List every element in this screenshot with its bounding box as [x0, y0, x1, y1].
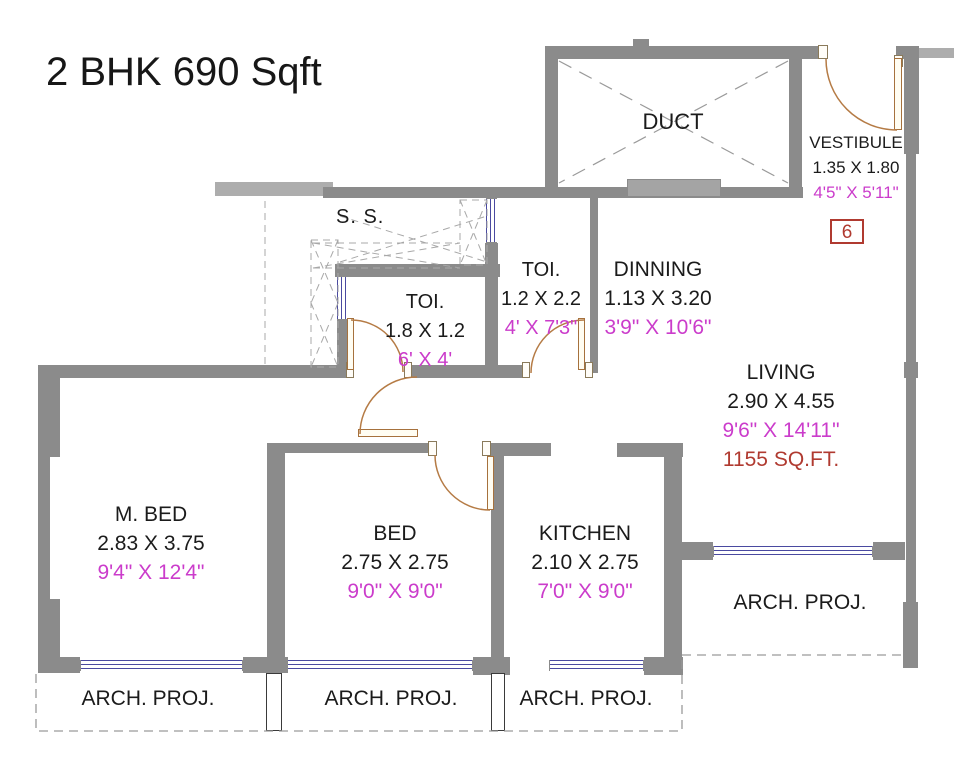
- door-arc-entrance: [825, 58, 898, 131]
- room-dim-ft: 9'4" X 12'4": [97, 561, 205, 584]
- wall-segment: [873, 542, 905, 560]
- room-name: KITCHEN: [538, 522, 632, 545]
- window-toilet2: [486, 198, 497, 243]
- room-dim-ft: 6' X 4': [397, 349, 453, 371]
- wall-segment: [545, 46, 828, 59]
- duct-vent: [627, 179, 721, 197]
- room-name: M. BED: [114, 503, 188, 526]
- wall-segment: [904, 46, 919, 154]
- wall-segment: [38, 657, 80, 673]
- wall-segment: [38, 457, 50, 599]
- wall-segment: [38, 599, 60, 659]
- door-jamb: [428, 441, 437, 456]
- wall-segment: [412, 365, 524, 378]
- door-leaf-master-bed: [358, 429, 418, 437]
- door-jamb: [818, 45, 828, 59]
- room-area: 1155 SQ.FT.: [722, 448, 840, 471]
- wall-segment: [50, 365, 348, 378]
- window-bed: [287, 660, 473, 671]
- window-kitchen: [549, 660, 644, 671]
- door-arc-master-bed: [359, 376, 418, 435]
- room-dim-ft: 4' X 7'3": [504, 317, 578, 339]
- wall-segment: [644, 657, 683, 675]
- door-leaf-bed: [487, 456, 494, 510]
- door-jamb: [482, 441, 491, 456]
- wall-segment: [337, 320, 348, 368]
- arch-proj-label: ARCH. PROJ.: [519, 687, 653, 710]
- room-label-master-bed: M. BED 2.83 X 3.75 9'4" X 12'4": [97, 500, 204, 587]
- arch-proj-label: ARCH. PROJ.: [81, 687, 215, 710]
- wall-segment: [906, 154, 916, 364]
- room-dim-m: 2.83 X 3.75: [97, 532, 205, 555]
- room-label-living: LIVING 2.90 X 4.55 9'6" X 14'11" 1155 SQ…: [722, 358, 839, 474]
- room-dim-ft: 7'0" X 9'0": [537, 580, 633, 603]
- wall-segment: [280, 443, 428, 453]
- wall-segment: [267, 443, 285, 659]
- room-dim-m: 2.90 X 4.55: [727, 390, 835, 413]
- column: [491, 673, 505, 731]
- wall-segment: [323, 187, 803, 198]
- room-label-kitchen: KITCHEN 2.10 X 2.75 7'0" X 9'0": [531, 519, 638, 606]
- room-label-vestibule: VESTIBULE 1.35 X 1.80 4'5" X 5'11": [809, 130, 903, 205]
- room-name: TOI.: [405, 291, 445, 313]
- room-dim-m: 1.2 X 2.2: [500, 288, 582, 310]
- wall-segment: [918, 48, 954, 58]
- window-master-bed: [80, 660, 243, 671]
- room-dim-m: 2.10 X 2.75: [531, 551, 639, 574]
- room-name: BED: [373, 522, 417, 545]
- plan-title: 2 BHK 690 Sqft: [46, 50, 322, 94]
- room-dim-m: 2.75 X 2.75: [341, 551, 449, 574]
- wall-segment: [906, 378, 916, 604]
- room-name: DINNING: [613, 258, 703, 281]
- room-label-toilet1: TOI. 1.8 X 1.2 6' X 4': [385, 288, 465, 375]
- wall-segment: [664, 542, 713, 560]
- room-name: TOI.: [521, 259, 561, 281]
- room-name: LIVING: [746, 361, 816, 384]
- room-label-duct: DUCT: [642, 107, 703, 136]
- wall-segment: [904, 362, 918, 378]
- room-dim-ft: 4'5" X 5'11": [813, 183, 899, 202]
- room-dim-ft: 3'9" X 10'6": [604, 316, 712, 339]
- room-dim-ft: 9'0" X 9'0": [347, 580, 443, 603]
- door-jamb: [522, 362, 530, 378]
- room-label-dinning: DINNING 1.13 X 3.20 3'9" X 10'6": [604, 255, 711, 342]
- wall-segment: [491, 443, 551, 456]
- wall-segment: [491, 453, 504, 659]
- door-leaf-entrance: [894, 58, 902, 130]
- arch-proj-label: ARCH. PROJ.: [324, 687, 458, 710]
- arch-proj-label: ARCH. PROJ.: [733, 591, 867, 614]
- wall-segment: [590, 198, 598, 373]
- room-name: VESTIBULE: [809, 133, 903, 152]
- wall-segment: [215, 182, 333, 196]
- wall-segment: [485, 243, 498, 378]
- wall-segment: [545, 46, 558, 198]
- room-dim-m: 1.8 X 1.2: [384, 320, 466, 342]
- room-label-bed: BED 2.75 X 2.75 9'0" X 9'0": [341, 519, 448, 606]
- wall-segment: [903, 602, 918, 668]
- door-leaf-toilet1: [347, 318, 354, 370]
- room-dim-ft: 9'6" X 14'11": [722, 419, 840, 442]
- wall-segment: [38, 365, 60, 457]
- wall-segment: [335, 264, 500, 277]
- wall-segment: [789, 59, 802, 198]
- window-toilet1: [337, 276, 348, 320]
- window-living: [713, 546, 873, 557]
- room-dim-m: 1.35 X 1.80: [812, 158, 900, 177]
- room-name: DUCT: [642, 109, 704, 134]
- door-jamb: [585, 362, 593, 378]
- unit-number-badge: 6: [830, 219, 864, 244]
- wall-segment: [633, 39, 649, 47]
- room-dim-m: 1.13 X 3.20: [604, 287, 712, 310]
- column: [266, 673, 282, 731]
- room-label-toilet2: TOI. 1.2 X 2.2 4' X 7'3": [501, 256, 581, 343]
- service-slab-label: S. S.: [336, 206, 385, 228]
- door-arc-bed: [434, 454, 491, 511]
- wall-segment: [243, 657, 288, 673]
